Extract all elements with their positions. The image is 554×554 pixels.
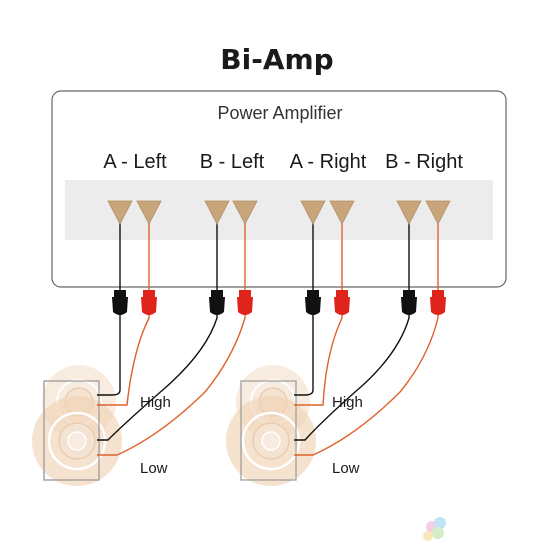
wire-b-right-positive [294,223,439,456]
speaker-wires [97,223,439,456]
plug-a-left-positive [141,290,157,315]
power-amplifier: Power Amplifier A - Left B - Left A - Ri… [51,90,507,288]
binding-posts [107,200,451,225]
logo-mark-icon [423,517,446,541]
amplifier-label: Power Amplifier [217,103,342,123]
wire-a-right-positive [294,223,343,406]
connector-a-left-negative [107,200,133,225]
speaker-cabinet-outline [240,380,297,481]
plug-b-right-negative [401,290,417,315]
wire-b-left-positive [97,223,246,456]
speaker-right: High Low [226,365,363,486]
plug-b-right-positive [430,290,446,315]
connector-b-left-positive [232,200,258,225]
high-label: High [140,394,171,411]
wire-a-right-negative [294,223,314,396]
plug-b-left-positive [237,290,253,315]
plug-b-left-negative [209,290,225,315]
wire-a-left-negative [97,223,121,396]
connector-a-right-positive [329,200,355,225]
plug-a-right-positive [334,290,350,315]
speaker-left: High Low [32,365,171,486]
plug-a-right-negative [305,290,321,315]
channel-label-b-right: B - Right [385,151,463,173]
diagram-title: Bi-Amp [220,43,333,76]
woofer-ring [47,411,107,471]
low-label: Low [140,460,168,477]
channel-label-b-left: B - Left [200,151,265,173]
woofer-dust-cap [67,431,87,451]
channel-label-a-right: A - Right [290,151,367,173]
connector-b-left-negative [204,200,230,225]
plug-a-left-negative [112,290,128,315]
low-label: Low [332,460,360,477]
connector-b-right-negative [396,200,422,225]
wire-b-left-negative [97,223,218,441]
banana-plugs [112,290,446,315]
connector-a-right-negative [300,200,326,225]
channel-label-a-left: A - Left [103,151,167,173]
connector-b-right-positive [425,200,451,225]
woofer-dust-cap [261,431,281,451]
connector-a-left-positive [136,200,162,225]
wire-a-left-positive [97,223,150,406]
speaker-cabinet-outline [43,380,100,481]
woofer-ring [241,411,301,471]
terminal-panel [65,180,493,240]
wire-b-right-negative [294,223,410,441]
